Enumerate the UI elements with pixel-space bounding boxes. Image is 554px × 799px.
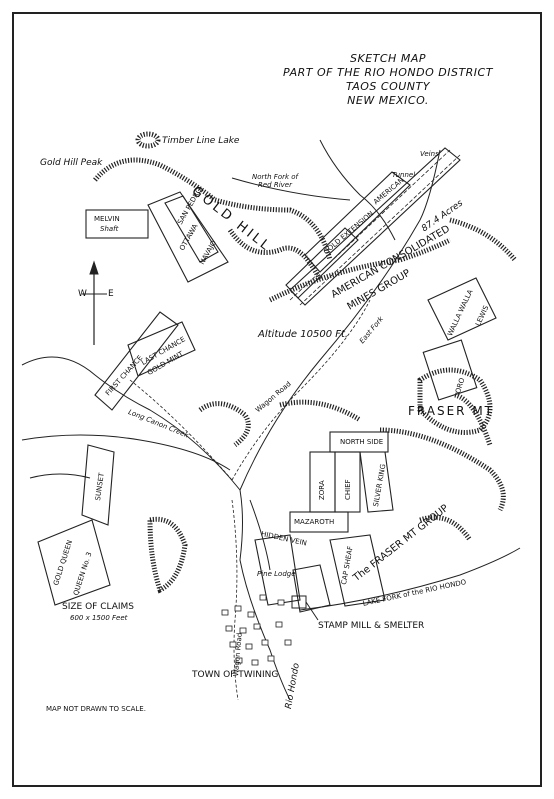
timberline-lake-label: Timber Line Lake — [162, 136, 240, 146]
wagon-roads — [129, 299, 371, 701]
map-title: SKETCH MAP PART OF THE RIO HONDO DISTRIC… — [278, 52, 498, 108]
compass-arrow — [82, 260, 107, 345]
title-line-1: SKETCH MAP — [350, 52, 426, 65]
pine-lodge-label: Pine Lodge — [257, 570, 296, 578]
mountain-hachures — [93, 131, 517, 594]
not-to-scale-note: MAP NOT DRAWN TO SCALE. — [46, 705, 146, 713]
title-line-3: TAOS COUNTY — [346, 80, 430, 93]
compass-east: E — [108, 289, 114, 299]
compass-west: W — [78, 289, 87, 299]
size-of-claims-label: SIZE OF CLAIMS — [62, 602, 134, 612]
stamp-mill-structure — [291, 595, 319, 621]
vein-lines — [289, 149, 461, 306]
red-river-label: Red River — [258, 181, 292, 189]
title-line-4: NEW MEXICO. — [347, 94, 429, 107]
fraser-mt-label: FRASER MT — [408, 404, 494, 418]
tunnel-label: Tunnel — [392, 171, 416, 179]
veins-label: Veins — [420, 150, 439, 158]
claim-dimensions-label: 600 x 1500 Feet — [70, 614, 128, 622]
claim-north-side: NORTH SIDE — [340, 438, 384, 446]
title-line-2: PART OF THE RIO HONDO DISTRICT — [283, 66, 493, 79]
town-label: TOWN OF TWINING — [192, 670, 279, 680]
claim-melvin: MELVIN — [94, 215, 120, 223]
claim-melvin-shaft: Shaft — [100, 225, 119, 233]
claim-zora: ZORA — [318, 480, 326, 500]
gold-hill-peak-label: Gold Hill Peak — [40, 158, 103, 168]
map-border — [12, 12, 542, 787]
claim-chief: CHIEF — [344, 479, 352, 500]
stamp-mill-label: STAMP MILL & SMELTER — [318, 621, 425, 631]
north-fork-label: North Fork of — [252, 173, 299, 181]
town-houses — [221, 594, 292, 666]
claim-mazaroth: MAZAROTH — [294, 518, 335, 526]
altitude-label: Altitude 10500 Ft. — [258, 329, 349, 340]
rivers — [21, 139, 521, 701]
claim-outlines — [37, 147, 497, 613]
